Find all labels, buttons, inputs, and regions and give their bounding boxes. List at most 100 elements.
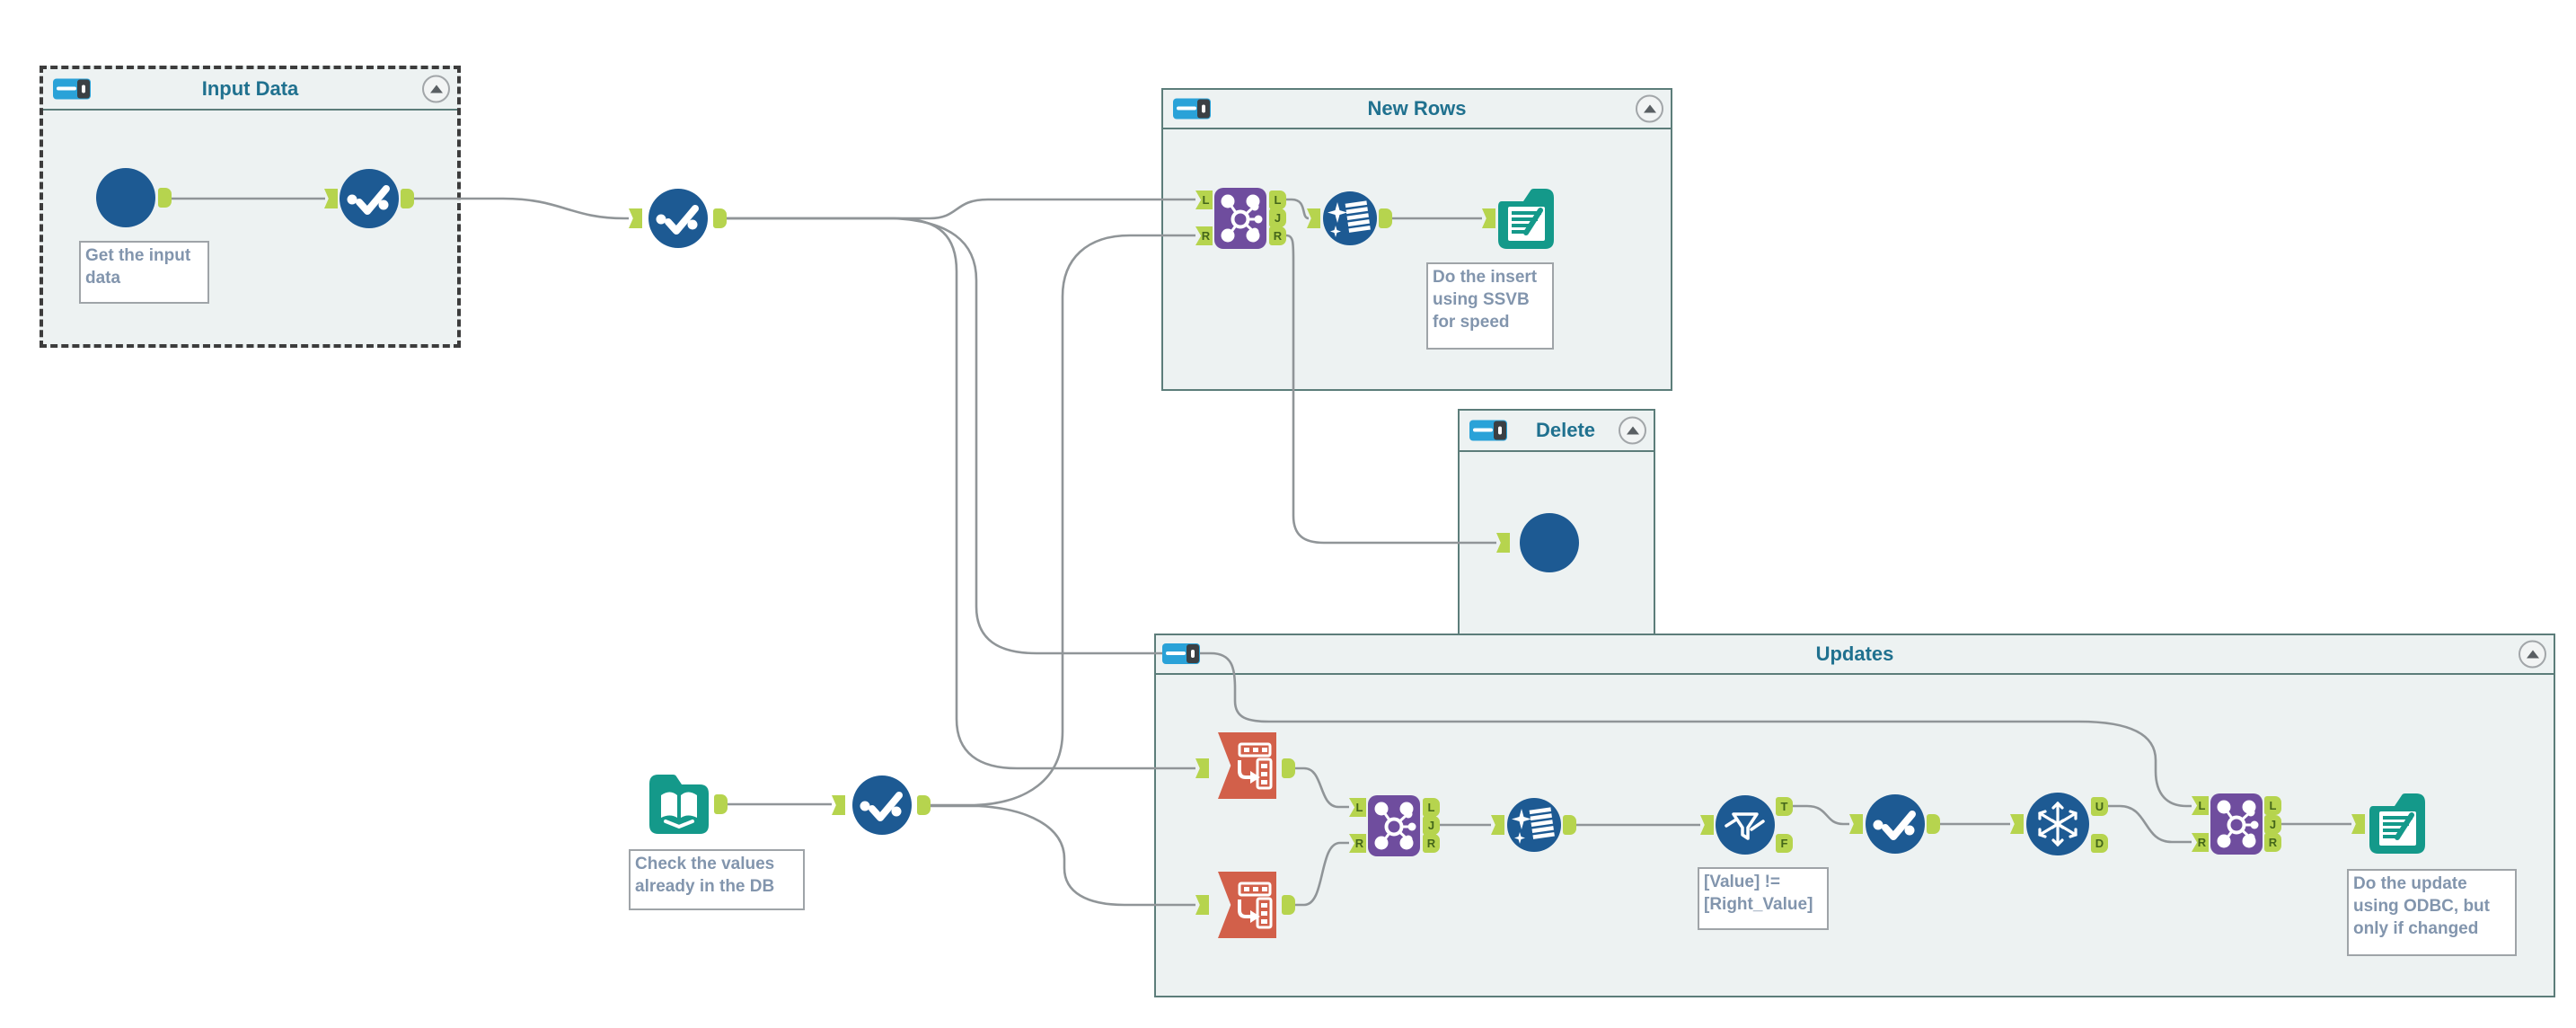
container-input-data-header[interactable]: Input Data	[43, 69, 457, 111]
input-anchor[interactable]	[2010, 814, 2024, 834]
wire[interactable]	[1294, 841, 1349, 907]
input-anchor[interactable]	[1482, 208, 1495, 228]
input-anchor[interactable]	[1491, 815, 1504, 835]
output-anchor-R[interactable]: R	[1269, 226, 1286, 245]
input-anchor[interactable]	[324, 189, 338, 208]
join-icon	[2210, 793, 2263, 855]
output-data-tool-1[interactable]	[1498, 189, 1554, 253]
join-tool-2[interactable]	[1368, 795, 1420, 861]
input-anchor[interactable]	[2351, 814, 2365, 834]
container-toggle-icon[interactable]	[1173, 98, 1211, 120]
wire[interactable]	[931, 234, 1195, 807]
wire[interactable]	[931, 804, 1195, 907]
input-anchor[interactable]	[1195, 895, 1209, 915]
output-anchor-L[interactable]: L	[1269, 191, 1286, 209]
container-toggle-icon[interactable]	[1469, 420, 1507, 441]
input-data-tool[interactable]	[649, 775, 709, 838]
input-anchor-L[interactable]: L	[1349, 798, 1366, 817]
wire[interactable]	[1285, 234, 1496, 545]
output-data-icon	[1498, 189, 1554, 249]
wire[interactable]	[1294, 767, 1349, 809]
output-anchor-F[interactable]: F	[1776, 834, 1793, 853]
select-tool-1[interactable]	[340, 169, 399, 233]
collapse-button[interactable]	[2519, 640, 2546, 669]
container-delete-header[interactable]: Delete	[1460, 411, 1654, 452]
output-anchor[interactable]	[1563, 815, 1576, 835]
select-tool-4[interactable]	[1866, 794, 1925, 858]
container-title: Input Data	[201, 77, 299, 100]
output-anchor[interactable]	[401, 189, 414, 208]
output-data-tool-2[interactable]	[2368, 793, 2427, 858]
output-anchor-D[interactable]: D	[2091, 834, 2108, 853]
output-anchor[interactable]	[714, 794, 728, 814]
annotation-insert[interactable]: Do the insert using SSVB for speed	[1426, 262, 1554, 350]
filter-icon	[1716, 795, 1775, 855]
join-icon	[1214, 188, 1266, 249]
output-anchor-J[interactable]: J	[1423, 816, 1440, 835]
chevron-up-icon	[1643, 104, 1656, 113]
output-anchor[interactable]	[1927, 814, 1940, 834]
join-tool-1[interactable]	[1214, 188, 1266, 253]
collapse-button[interactable]	[422, 75, 450, 103]
input-anchor[interactable]	[1496, 533, 1510, 553]
input-anchor-L[interactable]: L	[2192, 796, 2209, 815]
container-toggle-icon[interactable]	[53, 78, 91, 100]
output-anchor-L[interactable]: L	[2264, 796, 2281, 815]
input-anchor-L[interactable]: L	[1195, 191, 1213, 209]
input-anchor-R[interactable]: R	[1349, 834, 1366, 853]
input-anchor-R[interactable]: R	[1195, 226, 1213, 245]
output-anchor[interactable]	[1282, 758, 1295, 778]
output-anchor[interactable]	[917, 795, 931, 815]
output-anchor[interactable]	[158, 188, 172, 208]
output-anchor-T[interactable]: T	[1776, 797, 1793, 816]
output-anchor-J[interactable]: J	[1269, 208, 1286, 227]
input-anchor[interactable]	[629, 208, 642, 228]
wire[interactable]	[727, 217, 2192, 808]
unique-tool[interactable]	[2026, 793, 2089, 860]
chevron-up-icon	[2526, 650, 2539, 659]
annotation-check-db[interactable]: Check the values already in the DB	[629, 849, 805, 910]
sparkle-table-tool-1[interactable]	[1323, 191, 1377, 250]
output-anchor-R[interactable]: R	[1423, 834, 1440, 853]
sparkle-table-tool-2[interactable]	[1507, 798, 1561, 856]
output-anchor[interactable]	[1379, 208, 1392, 228]
input-anchor[interactable]	[1700, 815, 1714, 835]
wire[interactable]	[2108, 804, 2192, 844]
output-anchor-U[interactable]: U	[2091, 797, 2108, 816]
input-anchor[interactable]	[1195, 758, 1209, 778]
output-anchor[interactable]	[713, 208, 727, 228]
annotation-update[interactable]: Do the update using ODBC, but only if ch…	[2347, 869, 2517, 956]
output-anchor-J[interactable]: J	[2264, 815, 2281, 834]
input-anchor[interactable]	[1849, 814, 1863, 834]
sparkle-table-icon	[1507, 798, 1561, 852]
annotation-filter-expr[interactable]: [Value] != [Right_Value]	[1698, 867, 1829, 930]
container-delete[interactable]: Delete	[1458, 409, 1655, 635]
macro-output-tool-delete[interactable]	[1520, 513, 1579, 572]
output-anchor-L[interactable]: L	[1423, 798, 1440, 817]
join-tool-3[interactable]	[2210, 793, 2263, 859]
input-anchor-R[interactable]: R	[2192, 833, 2209, 852]
collapse-button[interactable]	[1619, 416, 1646, 445]
input-data-book-icon	[649, 775, 709, 834]
container-toggle-icon[interactable]	[1162, 643, 1200, 664]
annotation-get-input[interactable]: Get the input data	[79, 241, 209, 304]
wire[interactable]	[1286, 198, 1310, 220]
output-anchor-R[interactable]: R	[2264, 833, 2281, 852]
wire[interactable]	[414, 197, 629, 220]
container-updates-header[interactable]: Updates	[1156, 635, 2554, 675]
input-anchor[interactable]	[1307, 208, 1320, 228]
macro-input-tool[interactable]	[96, 168, 155, 227]
select-tool-3[interactable]	[852, 775, 912, 839]
output-data-icon	[2369, 793, 2425, 854]
output-anchor[interactable]	[1282, 895, 1295, 915]
input-anchor[interactable]	[832, 795, 845, 815]
collapse-button[interactable]	[1636, 94, 1663, 123]
wire[interactable]	[727, 198, 1195, 220]
container-new-rows-header[interactable]: New Rows	[1163, 90, 1671, 129]
filter-tool[interactable]	[1716, 795, 1775, 859]
wire[interactable]	[1793, 804, 1849, 826]
wire[interactable]	[727, 217, 1195, 770]
select-tool-2[interactable]	[648, 189, 708, 253]
